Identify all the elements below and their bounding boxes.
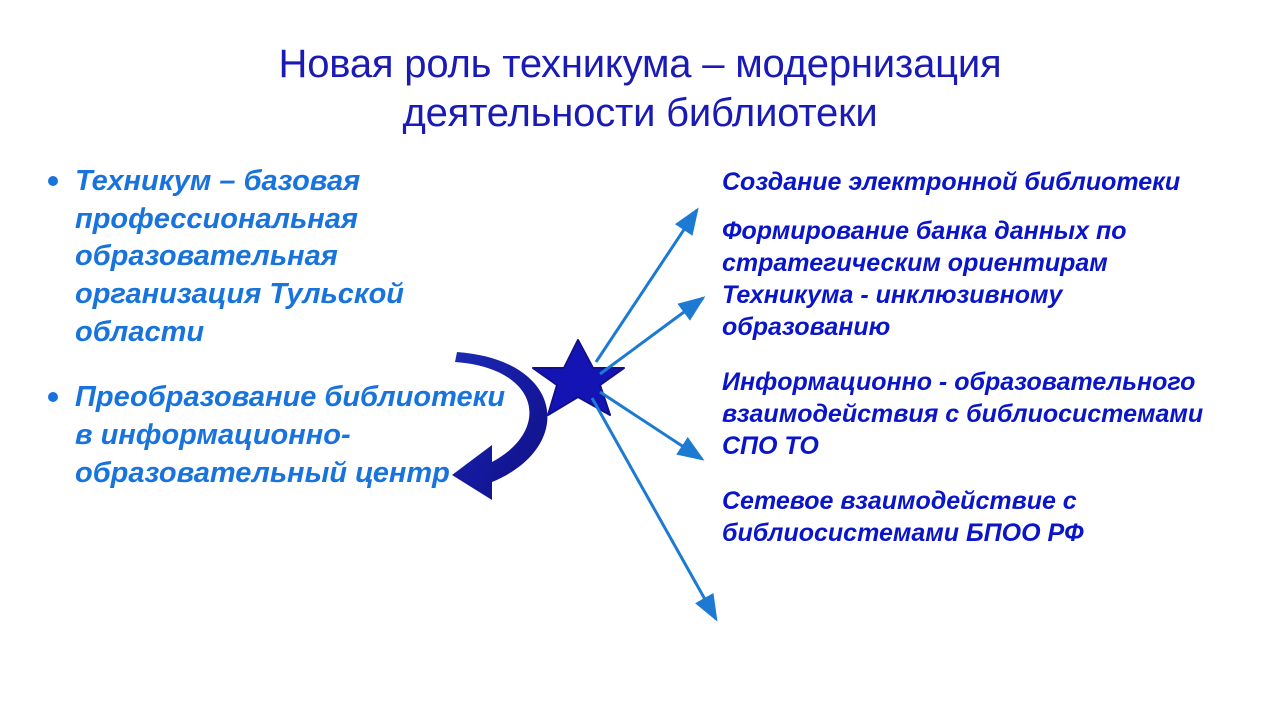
right-item-4: Сетевое взаимодействие с библиосистемами… [722, 487, 1084, 547]
connector-arrow-2 [599, 296, 706, 376]
bullet-item-1: Техникум – базовая профессиональная обра… [42, 163, 517, 351]
bullet-dot-icon [48, 176, 58, 186]
bullet-item-2: Преобразование библиотеки в информационн… [42, 379, 517, 492]
six-pointed-star-icon [532, 339, 625, 416]
right-item-3: Информационно - образовательного взаимод… [722, 368, 1204, 460]
page-title: Новая роль техникума – модернизация деят… [278, 42, 1002, 135]
connector-arrow-1 [594, 207, 699, 363]
connector-arrow-3 [599, 390, 705, 461]
right-item-2: Формирование банка данных по стратегичес… [722, 217, 1127, 341]
bullet-item-2-label: Преобразование библиотеки в информационн… [75, 381, 506, 489]
right-item-list: Создание электронной библиотеки Формиров… [722, 166, 1230, 549]
connector-arrow-4 [590, 397, 718, 622]
left-bullet-list: Техникум – базовая профессиональная обра… [42, 163, 517, 493]
right-item-1: Создание электронной библиотеки [722, 168, 1181, 196]
bullet-item-1-label: Техникум – базовая профессиональная обра… [75, 165, 405, 348]
bullet-dot-icon [48, 392, 58, 403]
connector-arrows [590, 207, 718, 622]
